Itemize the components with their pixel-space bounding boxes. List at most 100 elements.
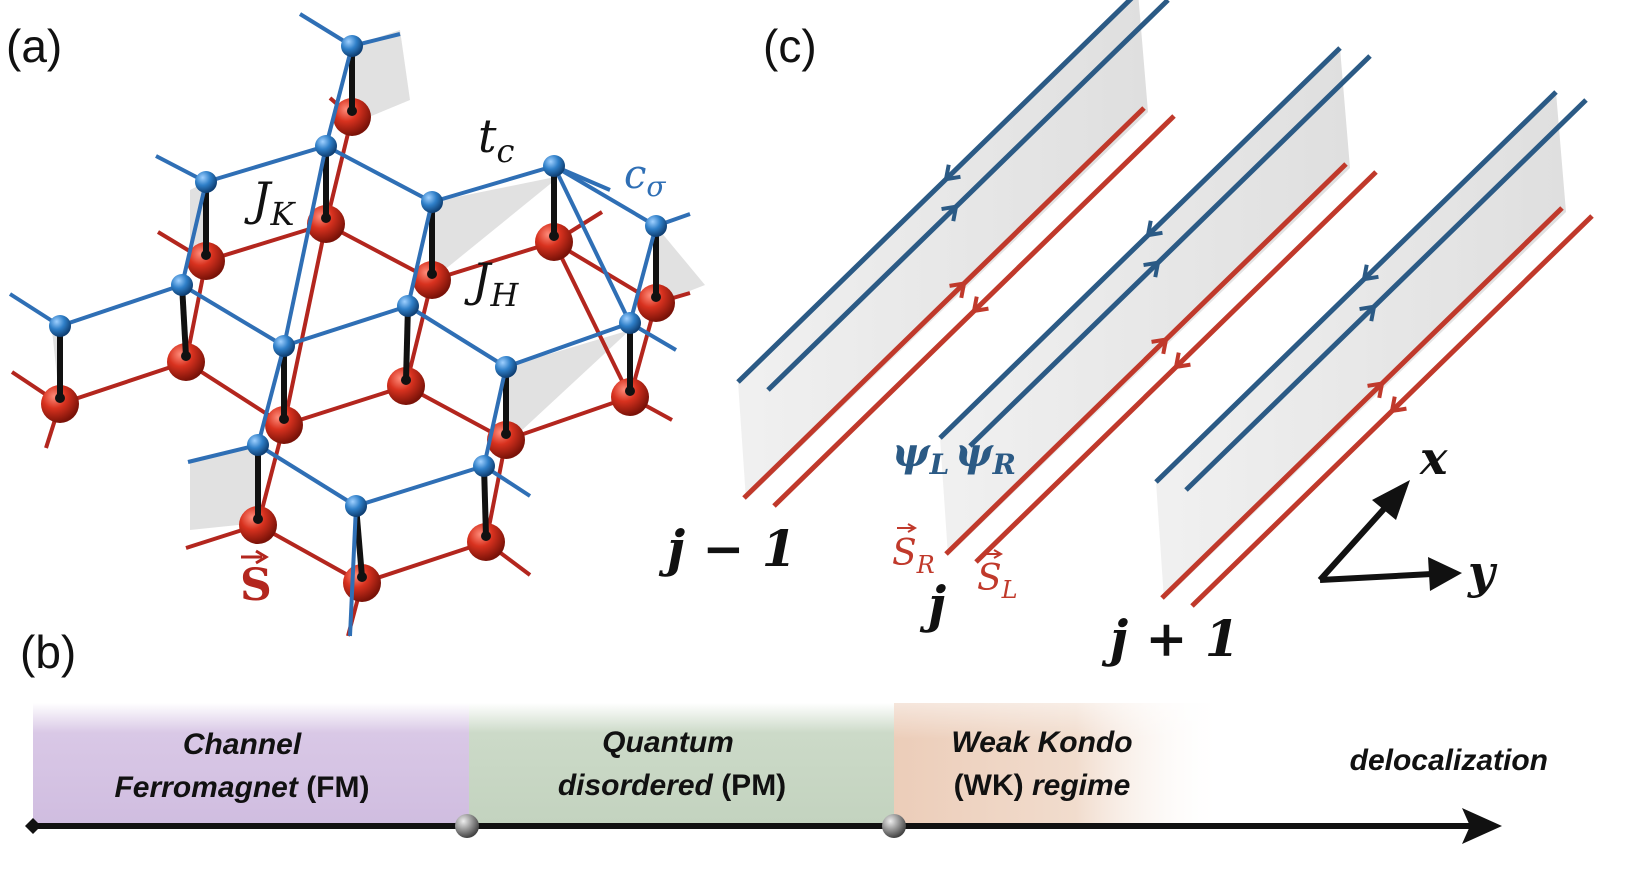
spin-label: S [240,549,272,611]
j-label: j [919,575,946,634]
arrow-s-left [1173,352,1191,370]
electron-site-8 [273,335,295,357]
spin-site-10 [487,421,525,459]
arrow-s-right [949,281,967,299]
rung-dot-1 [201,250,211,260]
blue-bond-0 [205,144,327,184]
blue-bond-2 [431,164,555,204]
spin-site-1 [187,242,225,280]
electron-site-1 [195,171,217,193]
red-bond-13 [505,395,631,442]
arrow-psi-right [941,204,959,222]
blue-bond-7 [406,201,434,307]
blue-stub-7 [348,505,358,637]
electron-site-0 [341,35,363,57]
arrow-psi-right [1359,304,1377,322]
phase-fm-line2: Ferromagnet (FM) [114,771,369,804]
kondo-rung-7 [179,284,189,357]
blue-bond-18 [628,225,658,324]
ribbon-surface [738,0,1148,500]
s-r-label: SR [892,523,935,579]
rung-dot-0 [347,106,357,116]
electron-site-9 [397,295,419,317]
electron-site-11 [619,312,641,334]
y-axis-label: y [1467,545,1498,599]
phase-pm-line1: Quantum [602,726,734,759]
red-bond-0 [205,222,327,263]
spin-site-5 [637,284,675,322]
blue-bond-10 [180,283,286,348]
x-axis-label: x [1419,431,1448,485]
blue-line-left [736,0,1134,384]
red-bond-6 [282,223,328,426]
blue-bond-3 [552,164,658,228]
spin-site-7 [167,343,205,381]
arrow-psi-left [1361,264,1379,282]
wire-j-plus-1 [1154,90,1594,608]
electron-site-12 [247,434,269,456]
rung-dot-7 [181,351,191,361]
j-minus-label: j − 1 [658,519,797,578]
arrow-s-right [1367,381,1385,399]
blue-bond-16 [256,443,358,508]
spin-site-9 [387,367,425,405]
rung-dot-13 [357,572,367,582]
blue-bond-1 [325,144,433,204]
electron-site-10 [495,356,517,378]
electron-site-5 [645,215,667,237]
electron-site-7 [171,274,193,296]
red-bond-16 [257,523,363,585]
phase-wk-line2: (WK) regime [954,769,1131,802]
s-l-label: SL [977,549,1018,604]
arrow-s-left [971,296,989,314]
jk-label: JK [244,172,296,233]
ribbon-0 [352,30,410,124]
blue-bond-13 [505,321,631,369]
svg-text:SL: SL [977,558,1018,604]
spin-site-11 [611,378,649,416]
blue-line-right [766,0,1170,392]
phase-fm-line1: Channel [183,728,302,761]
origin-diamond [25,818,41,834]
blue-bond-11 [283,304,409,348]
red-bond-9 [59,360,187,406]
ribbon-4 [506,330,630,445]
psi-r-label: ψR [955,429,1016,481]
blue-bond-12 [406,304,508,369]
blue-bond-8 [552,165,632,324]
spin-site-2 [307,205,345,243]
panel-label-c: (c) [763,20,817,72]
spin-site-12 [239,506,277,544]
blue-bond-6 [282,145,328,347]
spin-site-6 [41,385,79,423]
ribbon-6 [656,226,705,304]
kondo-rung-9 [403,305,411,381]
electron-site-2 [315,135,337,157]
blue-bond-14 [256,345,286,446]
blue-bond-15 [482,366,508,467]
honeycomb-lattice [8,12,705,637]
j-plus-label: j + 1 [1101,609,1240,668]
spin-site-3 [413,261,451,299]
phase-wk-line1: Weak Kondo [951,726,1132,759]
rung-dot-2 [321,213,331,223]
arrow-s-right [1151,337,1169,355]
blue-line-left [1154,90,1558,484]
rung-dot-4 [549,231,559,241]
electron-site-13 [345,495,367,517]
blue-line-right [1184,98,1588,492]
x-axis-arrow [1317,497,1395,583]
rung-dot-5 [651,292,661,302]
phase-diagram: Channel Ferromagnet (FM) Quantum disorde… [25,703,1548,844]
coordinate-axes: x y [1317,431,1498,599]
electron-site-14 [473,455,495,477]
arrow-psi-left [1145,220,1163,238]
rung-dot-8 [279,414,289,424]
phase-fm-region [33,703,469,823]
ribbon-2 [432,176,560,280]
red-bond-11 [283,384,407,427]
svg-text:SR: SR [892,533,935,579]
panel-label-b: (b) [20,626,76,678]
phase-pm-region [469,703,894,823]
chain-labels: ψL ψR SR SL j − 1 j j + 1 [658,429,1240,668]
